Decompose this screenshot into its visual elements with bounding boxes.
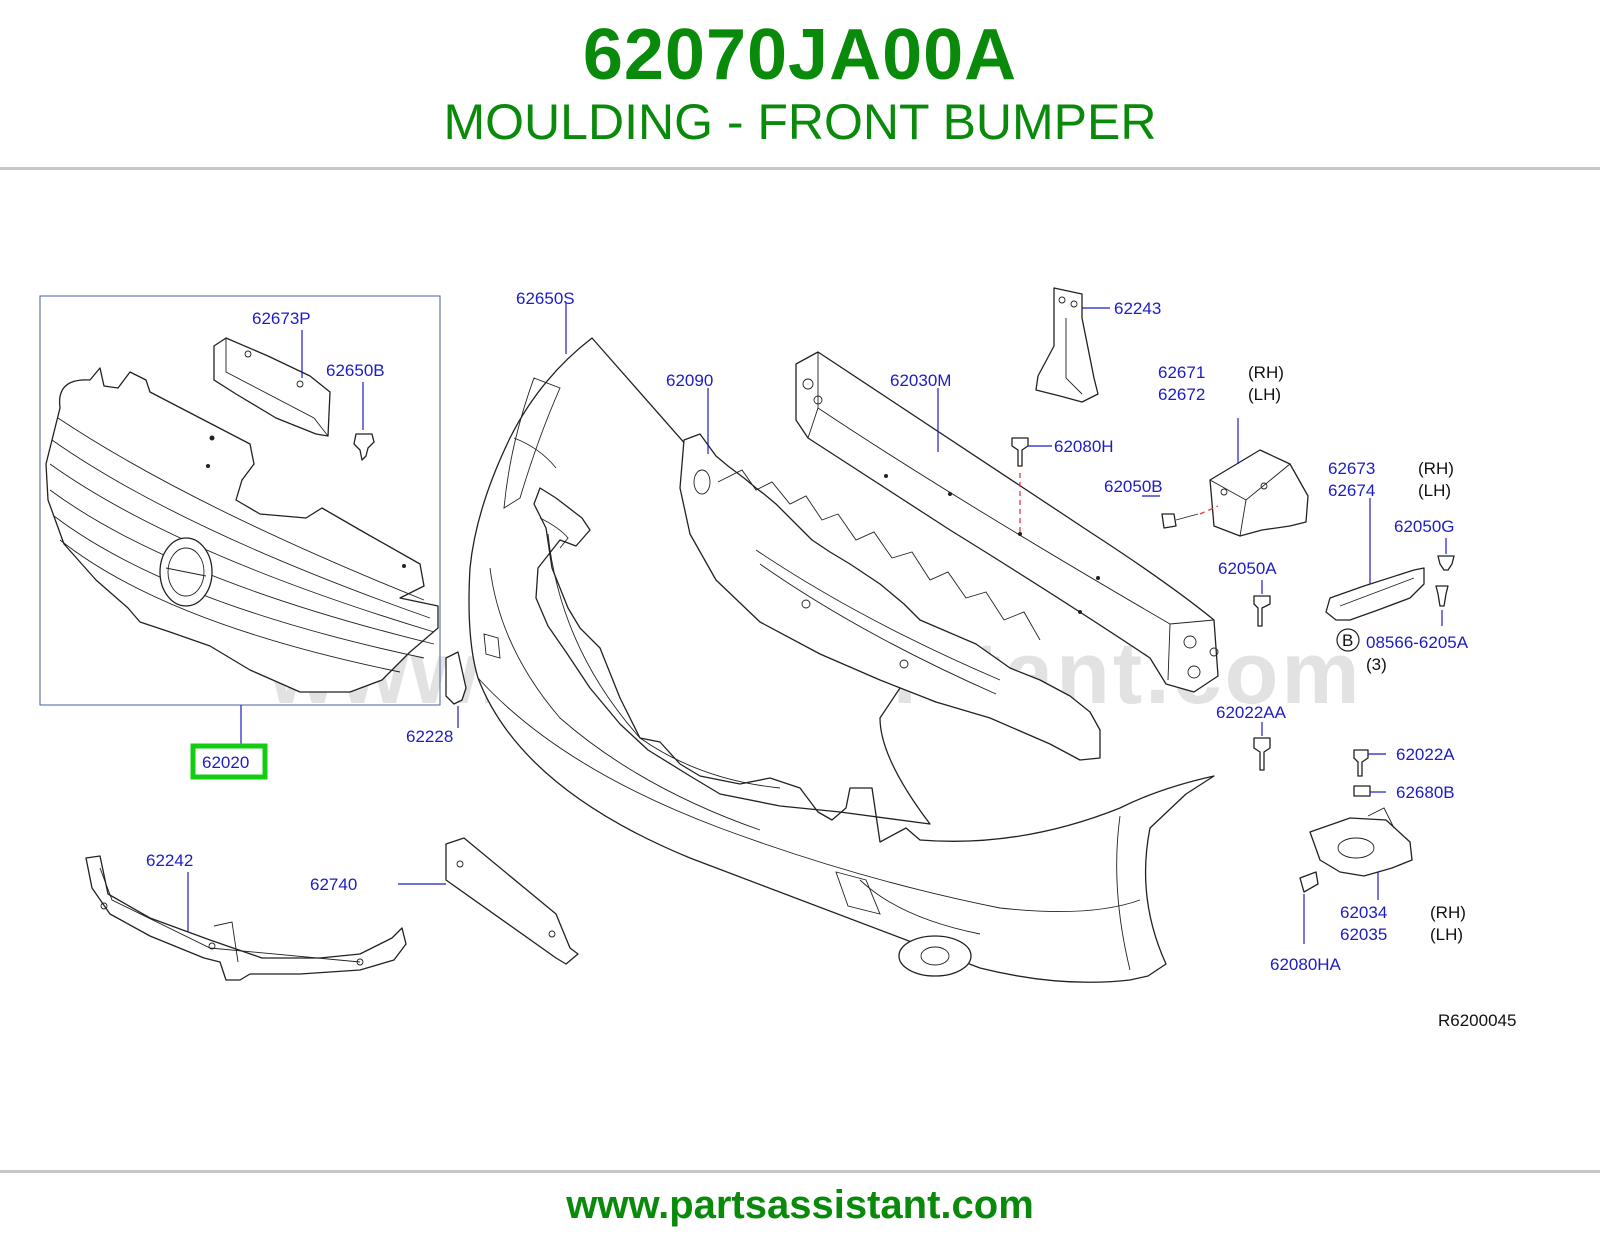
bolt-62050b: [1161, 513, 1199, 529]
part-description: MOULDING - FRONT BUMPER: [443, 94, 1157, 150]
callout-62080ha: 62080HA: [1270, 955, 1342, 974]
bolt-62022a: [1353, 749, 1369, 777]
reference-circle-b: [1336, 628, 1360, 652]
callout-62228: 62228: [406, 727, 453, 746]
callout-62080h: 62080H: [1054, 437, 1114, 456]
bracket-62034: [1309, 807, 1413, 877]
callout-08566-6205a: 08566-6205A: [1366, 633, 1469, 652]
bracket-62740: [445, 837, 579, 965]
callout-62022aa: 62022AA: [1216, 703, 1287, 722]
note-lh-62672: (LH): [1248, 385, 1281, 404]
callout-62673: 62673: [1328, 459, 1375, 478]
bolt-62050a: [1253, 595, 1271, 627]
callout-62243: 62243: [1114, 299, 1161, 318]
callout-62674: 62674: [1328, 481, 1375, 500]
bolt-62080h: [1011, 437, 1029, 467]
bracket-62673: [1325, 567, 1425, 621]
note-rh-62671: (RH): [1248, 363, 1284, 382]
note-quantity-3: (3): [1366, 655, 1387, 674]
callout-62650s: 62650S: [516, 289, 575, 308]
reference-code: R6200045: [1438, 1011, 1516, 1030]
callout-62030m: 62030M: [890, 371, 951, 390]
clip-62050g: [1437, 555, 1455, 571]
part-number-title: 62070JA00A: [582, 15, 1018, 95]
callout-62022a: 62022A: [1396, 745, 1455, 764]
reference-letter-b: B: [1342, 631, 1353, 650]
note-rh-62673: (RH): [1418, 459, 1454, 478]
screw-08566: [1435, 585, 1449, 607]
callout-62050a: 62050A: [1218, 559, 1277, 578]
header: 62070JA00A MOULDING - FRONT BUMPER: [0, 0, 1600, 170]
bolt-62022aa: [1253, 737, 1271, 771]
callout-62050g: 62050G: [1394, 517, 1455, 536]
nut-62680b: [1353, 785, 1371, 797]
callout-62090: 62090: [666, 371, 713, 390]
highlight-62020: [190, 743, 268, 780]
reinforcement-62030m: [795, 351, 1219, 693]
callout-62050b: 62050B: [1104, 477, 1163, 496]
footer-divider: [0, 1170, 1600, 1173]
bracket-62673p: [213, 337, 331, 437]
clip-62650b: [353, 433, 375, 461]
reinforcement-62242: [85, 855, 407, 981]
callout-62671: 62671: [1158, 363, 1205, 382]
note-rh-62034: (RH): [1430, 903, 1466, 922]
callout-62680b: 62680B: [1396, 783, 1455, 802]
callout-62020: 62020: [202, 753, 249, 772]
cover-62228: [445, 651, 467, 705]
callout-62740: 62740: [310, 875, 357, 894]
header-divider: [0, 167, 1600, 170]
callout-62034: 62034: [1340, 903, 1387, 922]
callout-62672: 62672: [1158, 385, 1205, 404]
bracket-62671: [1209, 449, 1309, 537]
callout-62242: 62242: [146, 851, 193, 870]
bracket-62243: [1035, 287, 1099, 403]
clip-62080ha: [1299, 871, 1319, 893]
grille-assembly-frame: [39, 295, 441, 706]
note-lh-62035: (LH): [1430, 925, 1463, 944]
parts-diagram: www.partsassistant.com 62673P 62650B 620…: [0, 268, 1600, 1153]
footer-url: www.partsassistant.com: [566, 1183, 1034, 1227]
callout-62650b-grille: 62650B: [326, 361, 385, 380]
callout-62673p: 62673P: [252, 309, 311, 328]
grille-drawing: [45, 367, 439, 693]
note-lh-62674: (LH): [1418, 481, 1451, 500]
callout-62035: 62035: [1340, 925, 1387, 944]
bumper-upper-opening: [547, 533, 781, 789]
energy-absorber-62090: [679, 433, 1101, 761]
